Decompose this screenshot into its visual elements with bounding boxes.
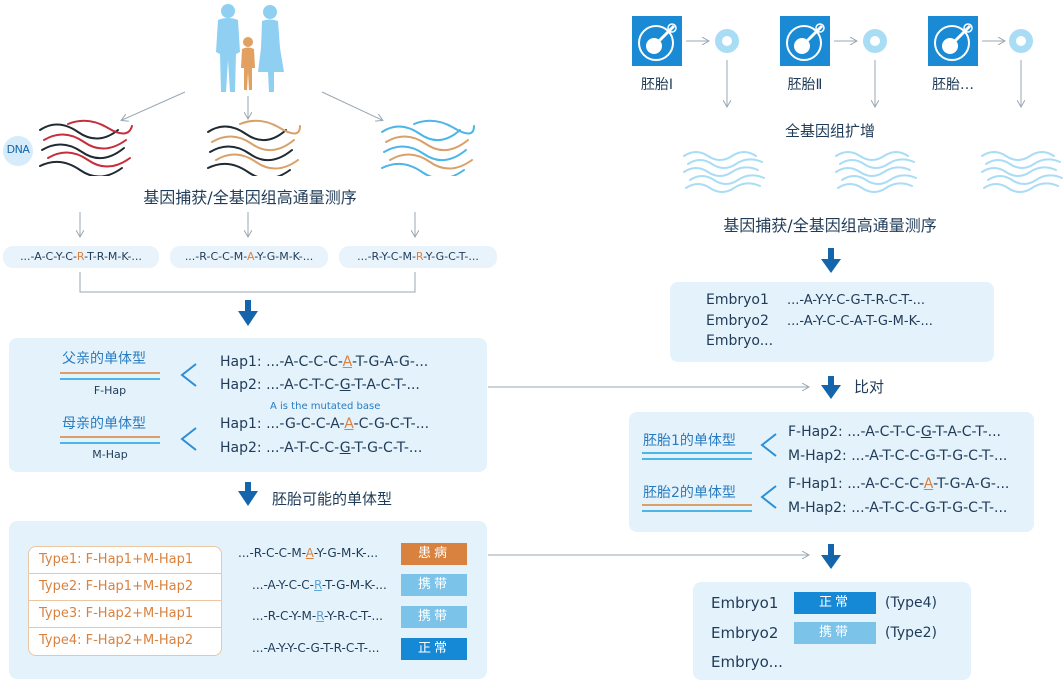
embryo-seq-name: Embryo2 <box>706 313 769 329</box>
amplified-dna-icon <box>683 151 765 193</box>
possible-haplotype-label: 胚胎可能的单体型 <box>272 490 393 508</box>
embryo2-hap-line <box>642 504 752 506</box>
chevron-left-icon <box>760 485 777 509</box>
type2-sequence: ...-A-Y-C-C-R-T-G-M-K-... <box>252 578 387 592</box>
dna-label: DNA <box>6 143 30 156</box>
result-type: (Type4) <box>885 595 937 611</box>
embryo-icon <box>928 16 978 66</box>
chevron-left-icon <box>180 363 197 387</box>
result-type: (Type2) <box>885 625 937 641</box>
embryo-label: 胚胎… <box>932 77 974 93</box>
father-hap2-row: Hap2: ...-A-C-T-C-G-T-A-C-T-... <box>220 377 420 393</box>
status-badge-normal: 正常 <box>794 592 876 614</box>
status-badge-carrier: 携带 <box>401 606 467 628</box>
embryo-label: 胚胎Ⅰ <box>640 77 674 93</box>
mutation-note: A is the mutated base <box>270 401 381 412</box>
status-badge-affected: 患病 <box>401 543 467 565</box>
embryo-icon <box>632 16 682 66</box>
wga-label: 全基因组扩增 <box>784 122 875 140</box>
sequence-pill: ...-A-C-Y-C-R-T-R-M-K-... <box>3 246 159 268</box>
type-list-box: Type1: F-Hap1+M-Hap1 Type2: F-Hap1+M-Hap… <box>28 546 222 656</box>
family-silhouette-icon <box>216 4 284 92</box>
embryo1-hap-line <box>642 452 752 454</box>
status-badge-carrier: 携带 <box>401 574 467 596</box>
embryo-haplotype-panel <box>629 412 1034 532</box>
embryo2-haplotype-title: 胚胎2的单体型 <box>643 485 736 501</box>
type-row: Type2: F-Hap1+M-Hap2 <box>29 573 221 600</box>
mother-hap-tag: M-Hap <box>92 448 128 461</box>
embryo-sequence-panel <box>670 282 994 362</box>
embryo2-mhap-row: M-Hap2: ...-A-T-C-C-G-T-G-C-T-... <box>788 500 1008 516</box>
father-hap-tag: F-Hap <box>93 384 127 397</box>
sequence-pill: ...-R-C-C-M-A-Y-G-M-K-... <box>170 246 328 268</box>
left-capture-label: 基因捕获/全基因组高通量测序 <box>143 188 357 207</box>
embryo1-hap-line <box>642 458 752 460</box>
embryo1-haplotype-title: 胚胎1的单体型 <box>643 433 736 449</box>
amplified-dna-icon <box>981 151 1063 193</box>
sequence-pill: ...-R-Y-C-M-R-Y-G-C-T-... <box>339 246 497 268</box>
type3-sequence: ...-R-C-Y-M-R-Y-R-C-T-... <box>252 609 383 623</box>
right-capture-label: 基因捕获/全基因组高通量测序 <box>723 216 937 235</box>
embryo-icon <box>780 16 830 66</box>
embryo-seq-value: ...-A-Y-Y-C-G-T-R-C-T-... <box>787 293 926 308</box>
father-hap-line-orange <box>60 372 160 374</box>
embryo2-fhap-row: F-Hap1: ...-A-C-C-C-A-T-G-A-G-... <box>788 476 1010 492</box>
father-haplotype-title: 父亲的单体型 <box>62 351 146 367</box>
mother-haplotype-title: 母亲的单体型 <box>62 416 146 432</box>
chevron-left-icon <box>760 433 777 457</box>
result-embryo-name: Embryo1 <box>711 594 779 612</box>
type4-sequence: ...-A-Y-Y-C-G-T-R-C-T-... <box>252 641 380 655</box>
cell-icon <box>863 29 887 53</box>
type-row: Type3: F-Hap2+M-Hap1 <box>29 600 221 627</box>
embryo2-hap-line <box>642 510 752 512</box>
dna-badge <box>3 136 33 166</box>
type-row: Type1: F-Hap1+M-Hap1 <box>39 552 194 567</box>
embryo-seq-name: Embryo1 <box>706 292 769 308</box>
mother-hap2-row: Hap2: ...-A-T-C-C-G-T-G-C-T-... <box>220 440 423 456</box>
mother-hap-line-orange <box>60 436 160 438</box>
embryo-seq-value: ...-A-Y-C-C-A-T-G-M-K-... <box>787 314 933 329</box>
embryo1-fhap-row: F-Hap2: ...-A-C-T-C-G-T-A-C-T-... <box>788 424 1001 440</box>
result-embryo-name: Embryo... <box>711 653 783 671</box>
embryo-label: 胚胎Ⅱ <box>787 77 823 93</box>
dna-strands-icon <box>381 119 475 176</box>
type1-sequence: ...-R-C-C-M-A-Y-G-M-K-... <box>238 546 379 560</box>
type-row: Type4: F-Hap2+M-Hap2 <box>29 627 221 654</box>
father-hap1-row: Hap1: ...-A-C-C-C-A-T-G-A-G-... <box>220 354 429 370</box>
parent-haplotype-panel <box>9 338 487 472</box>
cell-icon <box>715 29 739 53</box>
father-hap-line-blue <box>60 378 160 380</box>
amplified-dna-icon <box>835 151 917 193</box>
flow-arrows <box>238 248 841 569</box>
dna-strands-icon <box>207 119 301 176</box>
status-badge-carrier: 携带 <box>794 622 876 644</box>
mother-hap1-row: Hap1: ...-G-C-C-A-A-C-G-C-T-... <box>220 416 430 432</box>
chevron-left-icon <box>180 427 197 451</box>
result-embryo-name: Embryo2 <box>711 624 779 642</box>
embryo1-mhap-row: M-Hap2: ...-A-T-C-C-G-T-G-C-T-... <box>788 448 1008 464</box>
compare-label: 比对 <box>854 378 885 396</box>
mother-hap-line-blue <box>60 442 160 444</box>
status-badge-normal: 正常 <box>401 638 467 660</box>
cell-icon <box>1009 29 1033 53</box>
dna-strands-icon <box>39 119 133 176</box>
embryo-seq-name: Embryo... <box>706 333 774 349</box>
